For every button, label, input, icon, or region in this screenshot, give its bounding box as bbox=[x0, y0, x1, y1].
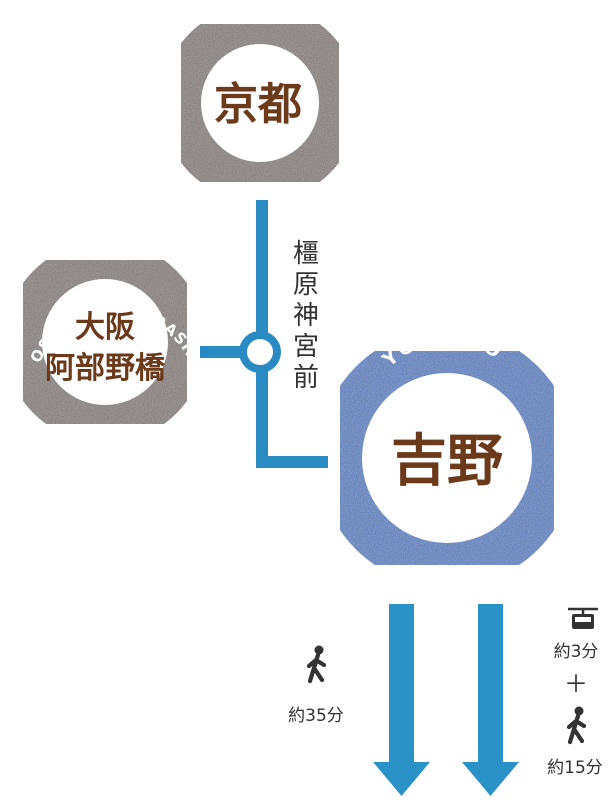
route-arrow-ropeway bbox=[462, 604, 519, 796]
transfer-station-char: 原 bbox=[293, 270, 319, 300]
ropeway-icon bbox=[568, 607, 598, 629]
transfer-station-char: 前 bbox=[293, 363, 319, 393]
station-name-osaka-line2: 阿部野橋 bbox=[45, 351, 166, 386]
walk-time: 約35分 bbox=[288, 706, 344, 726]
station-name-kyoto: 京都 bbox=[214, 79, 302, 130]
route-arrow-walk bbox=[373, 604, 430, 796]
osaka-ring bbox=[4, 241, 206, 443]
yoshino-ring bbox=[318, 329, 576, 587]
walking-person-icon bbox=[306, 645, 327, 684]
plus-sign: ＋ bbox=[564, 670, 588, 698]
station-kyoto[interactable]: 京都 bbox=[161, 4, 359, 202]
transfer-station-char: 宮 bbox=[293, 332, 319, 362]
transfer-station-char: 神 bbox=[293, 301, 319, 331]
kyoto-ring bbox=[161, 4, 359, 202]
station-name-osaka-line1: 大阪 bbox=[75, 310, 135, 345]
station-name-yoshino: 吉野 bbox=[391, 428, 503, 494]
ropeway-time: 約3分 bbox=[554, 642, 599, 662]
rail-line bbox=[256, 200, 328, 468]
station-yoshino[interactable]: YOSHINO 吉野 bbox=[318, 326, 576, 587]
walking-person-icon bbox=[566, 706, 587, 745]
transfer-station-node[interactable] bbox=[239, 331, 281, 373]
ropeway-walk-time: 約15分 bbox=[547, 758, 603, 778]
transfer-station-char: 橿 bbox=[293, 239, 319, 269]
